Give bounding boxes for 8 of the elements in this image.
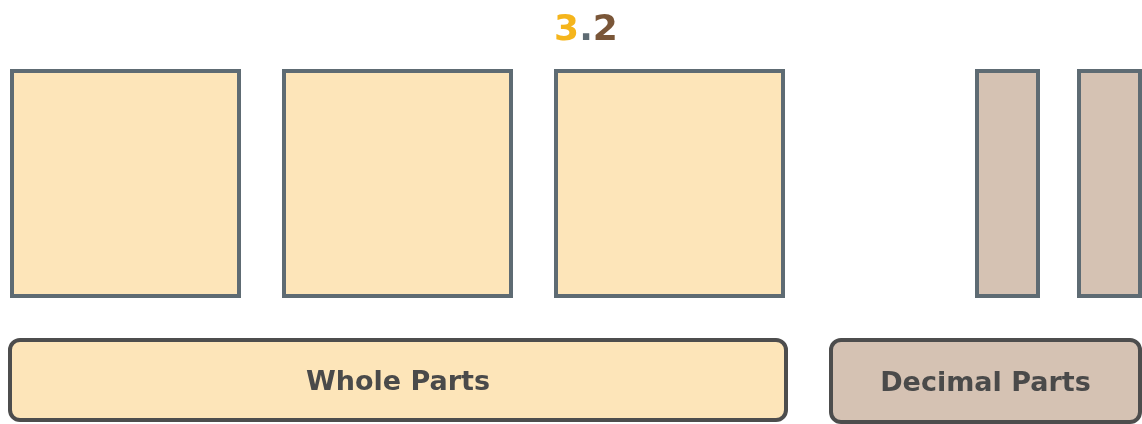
square-block <box>554 69 785 298</box>
label-box: Whole Parts <box>8 338 788 422</box>
square-block <box>10 69 241 298</box>
square-block <box>282 69 513 298</box>
decimal-number: 3.2 <box>553 6 619 50</box>
label-box: Decimal Parts <box>829 338 1142 424</box>
strip-block <box>975 69 1040 298</box>
strip-block <box>1077 69 1142 298</box>
